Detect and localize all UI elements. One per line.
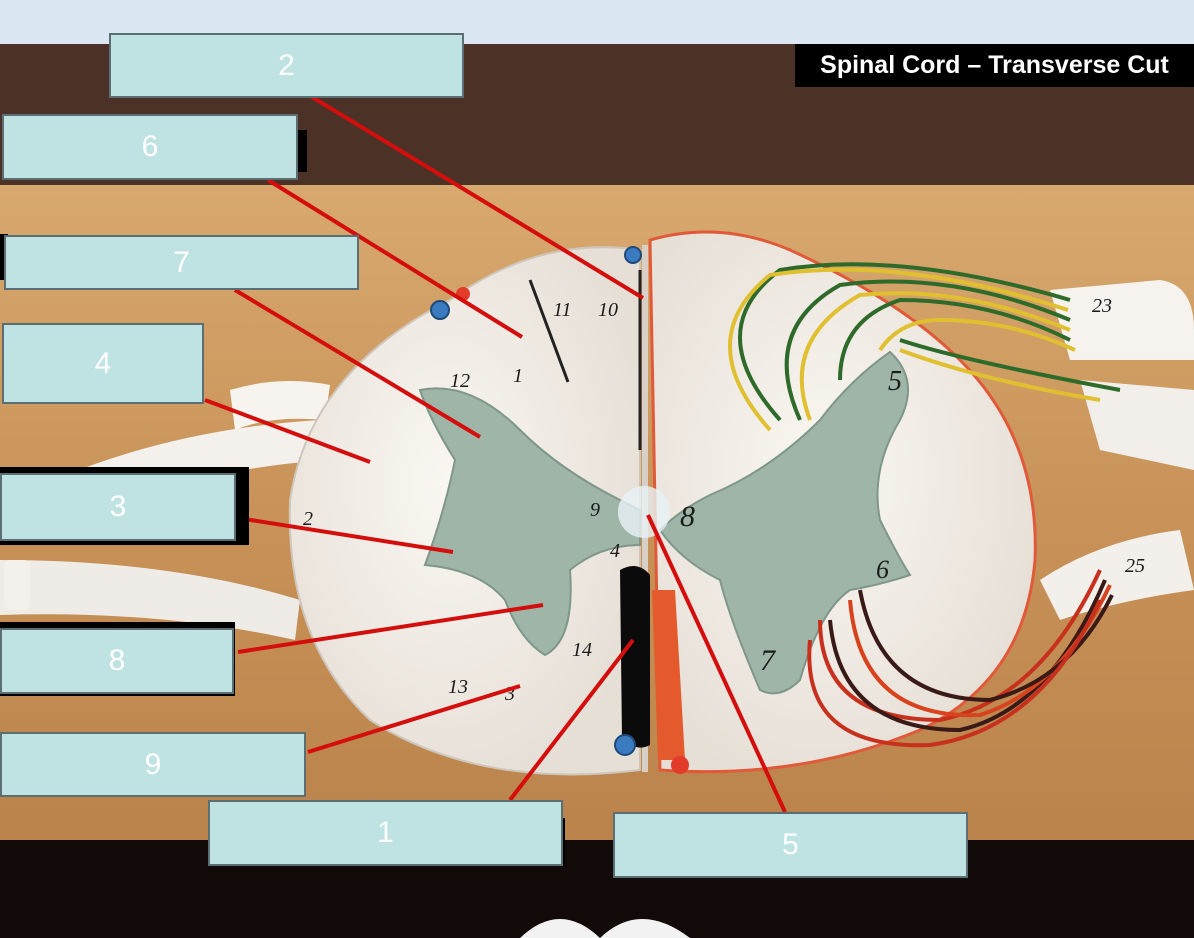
model-number-3: 3 xyxy=(504,683,515,705)
left-nerve-root-lower xyxy=(0,560,300,640)
label-box-8[interactable]: 8 xyxy=(0,628,234,694)
right-ventral-root-sleeve xyxy=(1040,530,1194,620)
dorsal-root-wires xyxy=(728,262,1121,432)
pointer-line-8 xyxy=(237,603,544,654)
label-box-9[interactable]: 9 xyxy=(0,732,306,797)
model-number-14: 14 xyxy=(572,639,592,661)
anterior-spinal-vein xyxy=(614,734,636,756)
posterior-spinal-vein xyxy=(624,246,642,264)
model-number-23: 23 xyxy=(1092,295,1112,317)
pointer-line-4 xyxy=(204,398,371,464)
label-box-7[interactable]: 7 xyxy=(4,235,359,290)
base-highlight xyxy=(520,919,690,938)
pointer-line-1 xyxy=(508,638,635,802)
central-canal-highlight xyxy=(618,486,670,538)
label-box-5[interactable]: 5 xyxy=(613,812,968,878)
pointer-line-7 xyxy=(233,288,482,439)
label-box-6[interactable]: 6 xyxy=(2,114,298,180)
model-number-9: 9 xyxy=(590,499,600,521)
label-box-1[interactable]: 1 xyxy=(208,800,563,866)
model-numbers: 11 10 12 1 2 9 8 4 14 13 3 5 6 7 23 25 xyxy=(303,295,1145,705)
model-number-10: 10 xyxy=(598,299,618,321)
model-number-12: 12 xyxy=(450,370,470,392)
model-number-4: 4 xyxy=(610,540,620,562)
pointer-line-2 xyxy=(310,95,645,300)
model-number-6: 6 xyxy=(876,555,889,584)
label-box-3[interactable]: 3 xyxy=(0,473,236,541)
right-dorsal-root-sleeve xyxy=(1050,280,1194,360)
model-number-2: 2 xyxy=(303,508,313,530)
label-box-4[interactable]: 4 xyxy=(2,323,204,404)
pointer-line-6 xyxy=(266,178,524,339)
page-title: Spinal Cord – Transverse Cut xyxy=(795,44,1194,87)
anterior-spinal-artery-end xyxy=(671,756,689,774)
pointer-lines xyxy=(204,95,787,813)
model-number-1: 1 xyxy=(513,365,523,387)
grey-matter-right xyxy=(658,350,912,695)
posterior-intermediate-sulcus xyxy=(528,279,570,383)
dark-base xyxy=(0,840,1194,938)
posterior-spinal-vein-left xyxy=(430,300,450,320)
pointer-line-9 xyxy=(307,684,521,754)
model-number-5: 5 xyxy=(888,366,902,397)
right-spinal-nerve xyxy=(1080,380,1194,470)
model-number-11: 11 xyxy=(553,299,572,321)
label-box-2[interactable]: 2 xyxy=(109,33,464,98)
left-nerve-stub xyxy=(4,560,30,610)
anterior-spinal-artery xyxy=(652,590,685,760)
grey-matter-left xyxy=(418,387,641,657)
pointer-line-3 xyxy=(237,516,454,554)
ventral-root-wires xyxy=(807,569,1114,748)
model-number-13: 13 xyxy=(448,676,468,698)
pointer-line-5 xyxy=(646,514,787,813)
label-shadow-6 xyxy=(295,130,307,172)
model-number-8: 8 xyxy=(680,500,695,533)
model-number-25: 25 xyxy=(1125,555,1145,577)
anterior-median-fissure xyxy=(620,566,650,748)
model-number-7: 7 xyxy=(760,644,777,677)
